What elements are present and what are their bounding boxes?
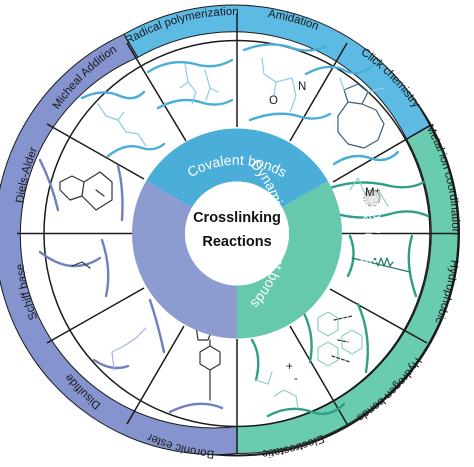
electrostatic-plus: +	[286, 361, 293, 373]
hydrogen-bonds-structure	[298, 302, 369, 374]
center-title-line2: Reactions	[202, 234, 271, 250]
michael-addition-structure	[80, 90, 166, 158]
hydrophobic-structure	[346, 234, 418, 298]
sector-dividers	[17, 13, 457, 454]
covalent-bonds-ring	[146, 128, 328, 208]
metal-ion-circle	[363, 189, 381, 207]
amidation-structure: O N	[242, 43, 332, 122]
center-title-line1: Crosslinking	[193, 210, 281, 226]
supramolecular-ring	[237, 181, 342, 339]
radical-polymerization-structure	[146, 58, 234, 110]
metal-ion-label: M⁺	[365, 187, 381, 199]
schiff-base-structure	[38, 238, 110, 298]
amidation-nitrogen: N	[298, 81, 306, 93]
ring-label-interactions: interactions	[363, 194, 385, 272]
electrostatic-structure: + -	[250, 338, 346, 418]
metal-coordination-structure: M⁺	[328, 177, 430, 219]
click-chemistry-structure	[304, 64, 400, 166]
amidation-oxygen: O	[269, 95, 278, 107]
electrostatic-minus: -	[294, 373, 298, 385]
inner-ring	[132, 128, 342, 339]
dynamic-covalent-ring	[132, 181, 237, 339]
disulfide-structure	[92, 298, 166, 371]
center-circle	[185, 181, 289, 286]
diels-alder-structure	[38, 158, 124, 222]
